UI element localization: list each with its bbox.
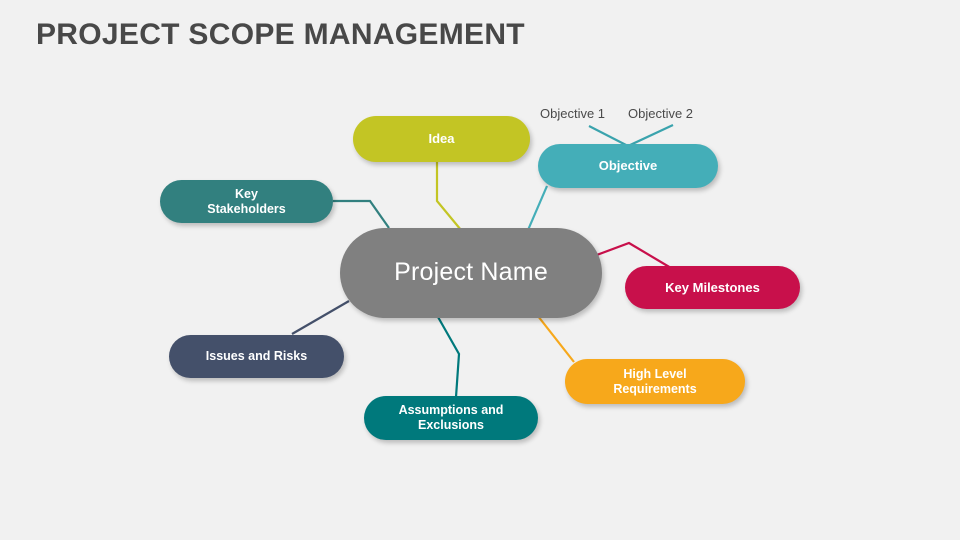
mindmap-node-idea-label: Idea [428,131,455,147]
connector-key-milestones [593,241,672,269]
connector-key-stakeholders [333,199,390,229]
connector-issues-and-risks [291,300,350,335]
mindmap-node-assumptions-and-exclusions-label: Assumptions and Exclusions [399,403,504,433]
mindmap-leaf-objective-2-label: Objective 2 [628,106,694,121]
mindmap-node-key-stakeholders[interactable]: Key Stakeholders [160,180,333,223]
label-line-2: Exclusions [418,418,484,432]
label-line-1: High Level [623,366,687,381]
mindmap-center-node[interactable]: Project Name [340,228,602,318]
mindmap-center-label: Project Name [394,258,548,287]
mindmap-node-issues-and-risks-label: Issues and Risks [205,349,308,364]
mindmap-node-high-level-requirements-label: High Level Requirements [613,367,696,397]
connector-idea [435,162,462,231]
mindmap-leaf-objective-1-label: Objective 1 [540,106,606,121]
connector-objective-2 [627,124,674,147]
label-line-1: Assumptions and [398,403,504,418]
label-line-2: Requirements [613,381,697,396]
mindmap-node-idea[interactable]: Idea [353,116,530,162]
label-line-2: Stakeholders [207,201,286,216]
mindmap-node-key-stakeholders-label: Key Stakeholders [207,187,286,217]
mindmap-node-objective[interactable]: Objective [538,144,718,188]
connector-assumptions-and-exclusions [437,316,461,398]
mindmap-leaf-objective-1[interactable]: Objective 1 [540,106,605,121]
connector-objective-1 [588,125,629,147]
mindmap-node-high-level-requirements[interactable]: High Level Requirements [565,359,745,404]
mindmap-node-issues-and-risks[interactable]: Issues and Risks [169,335,344,378]
connector-objective [526,185,549,231]
page-title: PROJECT SCOPE MANAGEMENT [36,18,525,51]
mindmap-node-key-milestones-label: Key Milestones [665,279,760,295]
mindmap-node-objective-label: Objective [598,158,658,174]
mindmap-node-key-milestones[interactable]: Key Milestones [625,266,800,309]
mindmap-node-assumptions-and-exclusions[interactable]: Assumptions and Exclusions [364,396,538,440]
connector-high-level-requirements [533,310,575,363]
mindmap-leaf-objective-2[interactable]: Objective 2 [628,106,693,121]
label-line-1: Key [235,186,258,201]
